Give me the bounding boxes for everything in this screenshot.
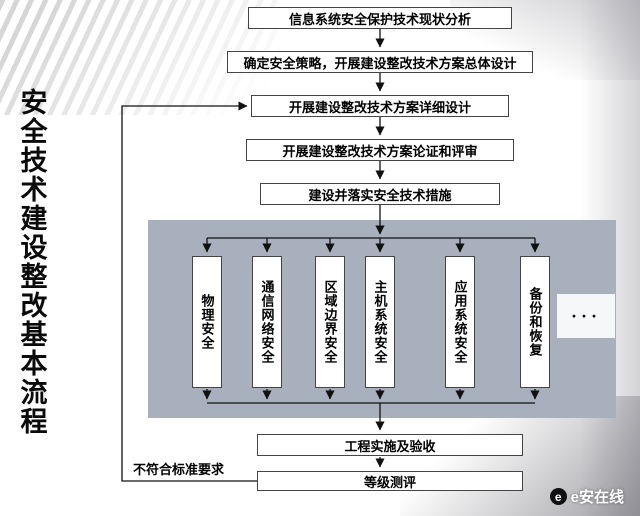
step-box-implement-measures: 建设并落实安全技术措施 [260, 183, 500, 205]
side-vertical-title: 安全技术建设整改基本流程 [16, 88, 47, 436]
measure-box-physical-security: 物理安全 [192, 256, 222, 388]
step-box-status-analysis: 信息系统安全保护技术现状分析 [248, 7, 512, 29]
step-box-implementation-acceptance: 工程实施及验收 [257, 434, 523, 456]
feedback-label-nonconforming: 不符合标准要求 [133, 462, 225, 477]
step-box-grade-evaluation: 等级测评 [257, 471, 523, 491]
measure-box-backup-recovery: 备份和恢复 [520, 256, 550, 388]
watermark-logo-icon: e [549, 488, 567, 505]
more-measures-ellipsis: ··· [557, 294, 615, 338]
measure-box-boundary-security: 区域边界安全 [315, 256, 345, 388]
watermark: e e安在线 [549, 486, 624, 507]
step-box-detailed-design: 开展建设整改技术方案详细设计 [251, 95, 509, 117]
measure-box-app-security: 应用系统安全 [445, 256, 475, 388]
step-box-overall-design: 确定安全策略，开展建设整改技术方案总体设计 [227, 51, 533, 73]
measure-box-host-security: 主机系统安全 [365, 256, 395, 388]
step-box-review: 开展建设整改技术方案论证和评审 [246, 139, 514, 161]
watermark-text: e安在线 [570, 489, 624, 506]
measure-box-network-security: 通信网络安全 [252, 256, 282, 388]
